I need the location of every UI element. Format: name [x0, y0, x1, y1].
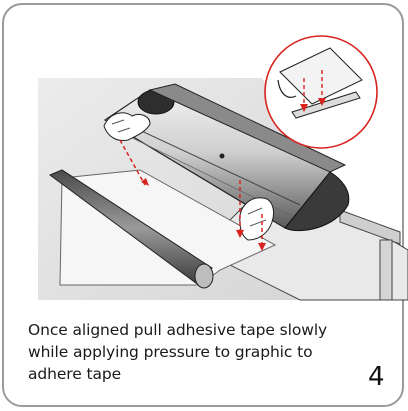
right-hand	[239, 197, 275, 241]
left-hand	[103, 112, 151, 141]
graphic-roll	[48, 169, 214, 289]
adhesive-tape-detail	[264, 35, 378, 149]
instruction-caption: Once aligned pull adhesive tape slowly w…	[28, 321, 328, 383]
tape-pull-arrows	[119, 139, 263, 245]
stand-base	[103, 83, 350, 232]
banner-stand-illustration	[38, 35, 408, 301]
arrow-heads	[141, 178, 266, 251]
graphic-sheet	[59, 169, 277, 286]
step-number: 4	[368, 362, 385, 392]
